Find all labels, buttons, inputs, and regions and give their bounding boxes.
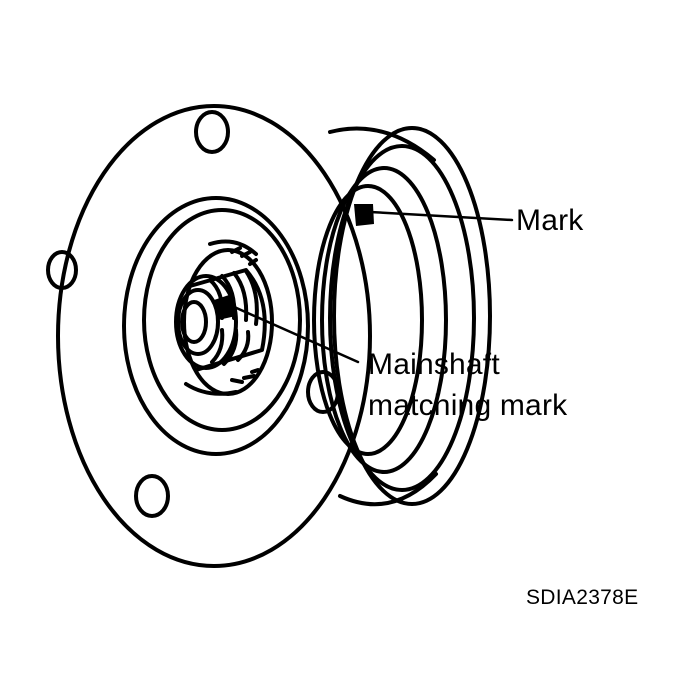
marks bbox=[214, 204, 374, 320]
mark-on-flange bbox=[354, 204, 374, 226]
mark-leader-line bbox=[368, 210, 514, 222]
mainshaft bbox=[174, 268, 267, 372]
mainshaft-matching-mark bbox=[214, 294, 236, 320]
flange-plate bbox=[56, 104, 372, 568]
mainshaft-label-line2: matching mark bbox=[368, 389, 568, 422]
bearing-area bbox=[182, 239, 274, 396]
mark-label: Mark bbox=[516, 204, 584, 237]
mainshaft-label-line1: Mainshaft bbox=[368, 348, 500, 381]
hub-body bbox=[312, 126, 492, 507]
bolt-holes bbox=[46, 110, 340, 518]
mainshaft-leader-line bbox=[230, 304, 360, 364]
figure-code: SDIA2378E bbox=[526, 586, 639, 609]
